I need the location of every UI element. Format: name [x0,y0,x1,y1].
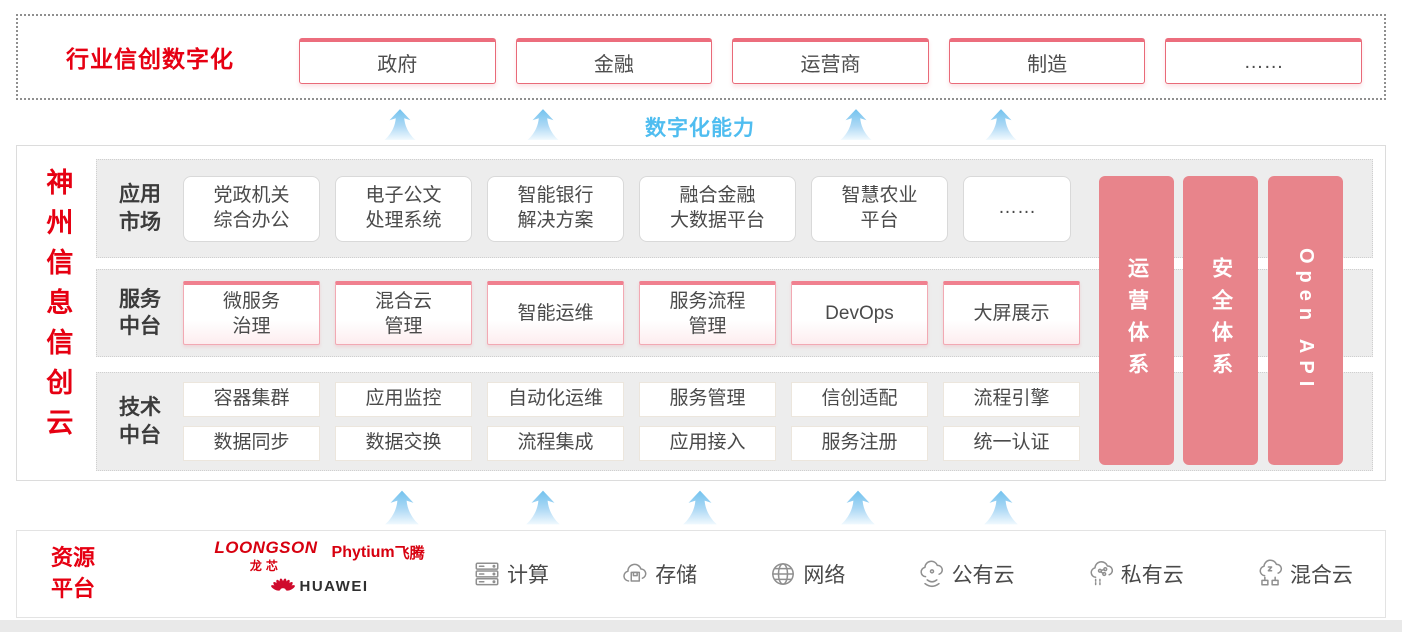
app-market-row: 应用 市场 党政机关 综合办公 电子公文 处理系统 智能银行 解决方案 融合金融… [96,159,1373,258]
service-box: 微服务 治理 [183,281,320,345]
operations-system-label: 运营体系 [1125,256,1149,385]
up-arrow-icon [526,490,560,525]
open-api-label: Open API [1295,247,1317,394]
service-middleware-row: 服务 中台 微服务 治理 混合云 管理 智能运维 服务流程 管理 DevOps … [96,269,1373,357]
industry-box-more: …… [1165,38,1362,84]
resource-item-private-cloud: 私有云 [1086,559,1184,589]
tech-middleware-row: 技术 中台 容器集群 应用监控 自动化运维 服务管理 信创适配 流程引擎 数据同… [96,372,1373,471]
up-arrow-icon [985,109,1017,140]
security-system-label: 安全体系 [1209,256,1233,385]
up-arrow-icon [385,490,419,525]
tech-box: 数据同步 [183,426,320,461]
phytium-logo: Phytium 飞腾 [332,542,425,563]
industry-box-finance: 金融 [515,38,713,84]
app-market-boxes: 党政机关 综合办公 电子公文 处理系统 智能银行 解决方案 融合金融 大数据平台… [183,175,1071,242]
service-boxes: 微服务 治理 混合云 管理 智能运维 服务流程 管理 DevOps 大屏展示 [183,281,1080,345]
up-arrow-icon [841,490,875,525]
industry-box-government: 政府 [299,38,496,84]
resource-item-network: 网络 [768,559,845,589]
resource-item-label: 混合云 [1289,564,1353,587]
tech-box: 自动化运维 [487,382,624,417]
huawei-logo-text: HUAWEI [299,577,369,595]
up-arrow-icon [527,109,559,140]
tech-box: 容器集群 [183,382,320,417]
resource-item-label: 存储 [655,564,698,587]
cloud-storage-icon [623,563,647,582]
vendor-logos: LOONGSON 龙芯 Phytium 飞腾 [197,538,442,596]
tech-box: 服务管理 [639,382,776,417]
app-market-label: 应用 市场 [119,183,161,234]
resource-platform-label: 资源 平台 [51,545,96,601]
resource-platform-panel: 资源 平台 LOONGSON 龙芯 Phytium 飞腾 [16,530,1386,618]
resource-item-label: 网络 [803,564,846,587]
security-system-bar: 安全体系 [1183,176,1258,465]
resource-item-compute: 计算 [472,559,549,589]
huawei-flower-icon [270,578,295,591]
loongson-logo-cn: 龙芯 [249,559,282,573]
resource-item-public-cloud: 公有云 [917,559,1015,589]
resource-item-hybrid-cloud: 混合云 [1255,559,1353,589]
app-box: 智能银行 解决方案 [487,175,624,242]
tech-box: 信创适配 [791,382,928,417]
resource-item-label: 计算 [507,564,549,587]
app-box: 电子公文 处理系统 [335,175,472,242]
server-icon [475,562,499,586]
up-arrow-icon [840,109,872,140]
tech-boxes: 容器集群 应用监控 自动化运维 服务管理 信创适配 流程引擎 数据同步 数据交换… [183,382,1080,461]
service-box: 大屏展示 [943,281,1080,345]
tech-box: 流程引擎 [943,382,1080,417]
app-box-more: …… [963,175,1071,242]
huawei-logo: HUAWEI [270,576,369,596]
industry-box-operator: 运营商 [732,38,929,84]
network-globe-icon [772,563,795,585]
service-box: 服务流程 管理 [639,281,776,345]
bottom-divider [0,620,1402,632]
resource-items: 计算 存储 网络 [472,531,1353,617]
tech-box: 服务注册 [791,426,928,461]
resource-item-label: 私有云 [1120,564,1184,587]
hybrid-cloud-icon [1259,559,1282,586]
industry-box-manufacturing: 制造 [948,38,1146,84]
public-cloud-icon [919,560,943,588]
resource-item-label: 公有云 [951,564,1015,587]
cloud-platform-panel: 神州信息信创云 应用 市场 党政机关 综合办公 电子公文 处理系统 智能银行 解… [16,145,1386,481]
resource-item-storage: 存储 [620,559,697,589]
tech-box: 数据交换 [335,426,472,461]
app-box: 党政机关 综合办公 [183,175,320,242]
private-cloud-icon [1090,561,1113,586]
up-arrow-icon [984,490,1018,525]
tech-box: 流程集成 [487,426,624,461]
loongson-logo-text: LOONGSON [214,538,318,557]
tech-box: 统一认证 [943,426,1080,461]
loongson-logo: LOONGSON 龙芯 [214,538,317,574]
phytium-logo-text: Phytium [331,543,395,561]
service-box: 智能运维 [487,281,624,345]
platform-vertical-title: 神州信息信创云 [42,168,73,448]
up-arrow-icon [384,109,416,140]
app-box: 智慧农业 平台 [811,175,948,242]
open-api-bar: Open API [1268,176,1343,465]
up-arrow-icon [683,490,717,525]
industry-banner-title: 行业信创数字化 [66,46,234,72]
service-box: 混合云 管理 [335,281,472,345]
app-box: 融合金融 大数据平台 [639,175,796,242]
phytium-logo-cn: 飞腾 [394,545,425,562]
tech-box: 应用监控 [335,382,472,417]
industry-banner: 行业信创数字化 政府 金融 运营商 制造 …… [16,14,1386,100]
service-middleware-label: 服务 中台 [119,287,161,338]
tech-box: 应用接入 [639,426,776,461]
industry-strip: 政府 金融 运营商 制造 …… [299,38,1362,84]
operations-system-bar: 运营体系 [1099,176,1174,465]
capability-label: 数字化能力 [645,117,755,140]
service-box: DevOps [791,281,928,345]
tech-middleware-label: 技术 中台 [119,396,161,447]
